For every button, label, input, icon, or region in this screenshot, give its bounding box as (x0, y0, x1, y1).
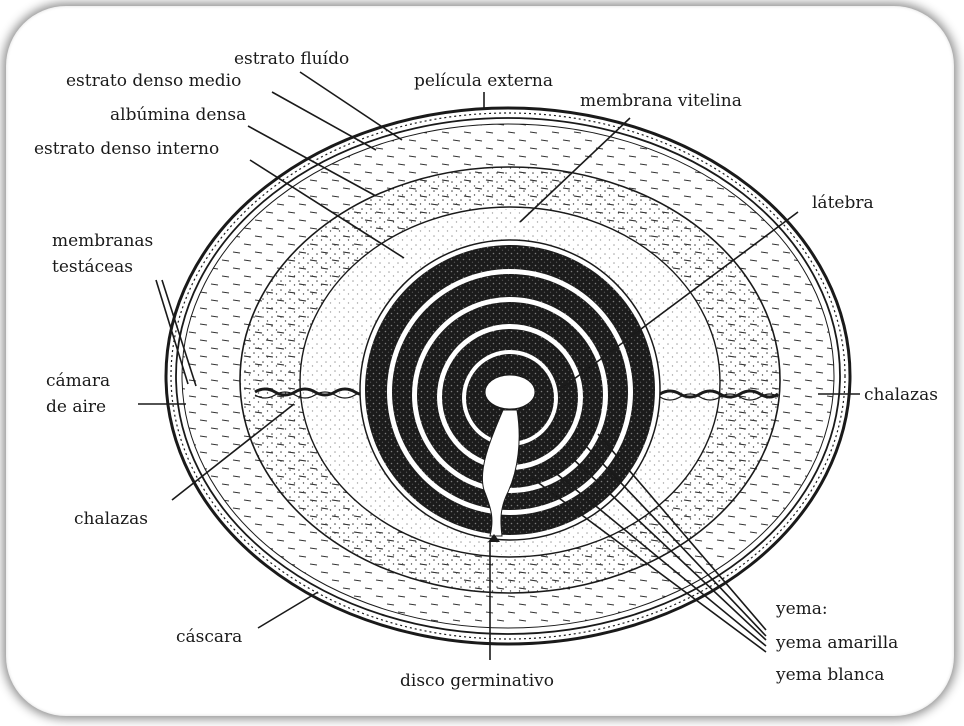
label-latebra: látebra (812, 193, 874, 213)
lead-estrato-denso-medio (272, 92, 376, 150)
label-estrato-denso-interno: estrato denso interno (34, 139, 219, 159)
lead-cascara (258, 592, 318, 628)
label-camara: cámara (46, 371, 110, 391)
lead-estrato-fluido (300, 72, 402, 140)
label-chalazas-left: chalazas (74, 509, 148, 529)
label-estrato-denso-medio: estrato denso medio (66, 71, 241, 91)
label-yema: yema: (775, 599, 828, 619)
label-testaceas: testáceas (52, 257, 133, 277)
label-membranas: membranas (52, 231, 153, 251)
label-yema-blanca: yema blanca (775, 665, 884, 685)
label-membrana-vitelina: membrana vitelina (580, 91, 742, 111)
label-de-aire: de aire (46, 397, 106, 417)
label-pelicula-externa: película externa (414, 71, 553, 91)
label-cascara: cáscara (176, 627, 242, 647)
label-chalazas-right: chalazas (864, 385, 938, 405)
label-yema-amarilla: yema amarilla (775, 633, 898, 653)
label-estrato-fluido: estrato fluído (234, 49, 349, 69)
label-albumina-densa: albúmina densa (110, 105, 246, 125)
label-disco-germinativo: disco germinativo (400, 671, 554, 691)
latebra-center (485, 375, 535, 409)
